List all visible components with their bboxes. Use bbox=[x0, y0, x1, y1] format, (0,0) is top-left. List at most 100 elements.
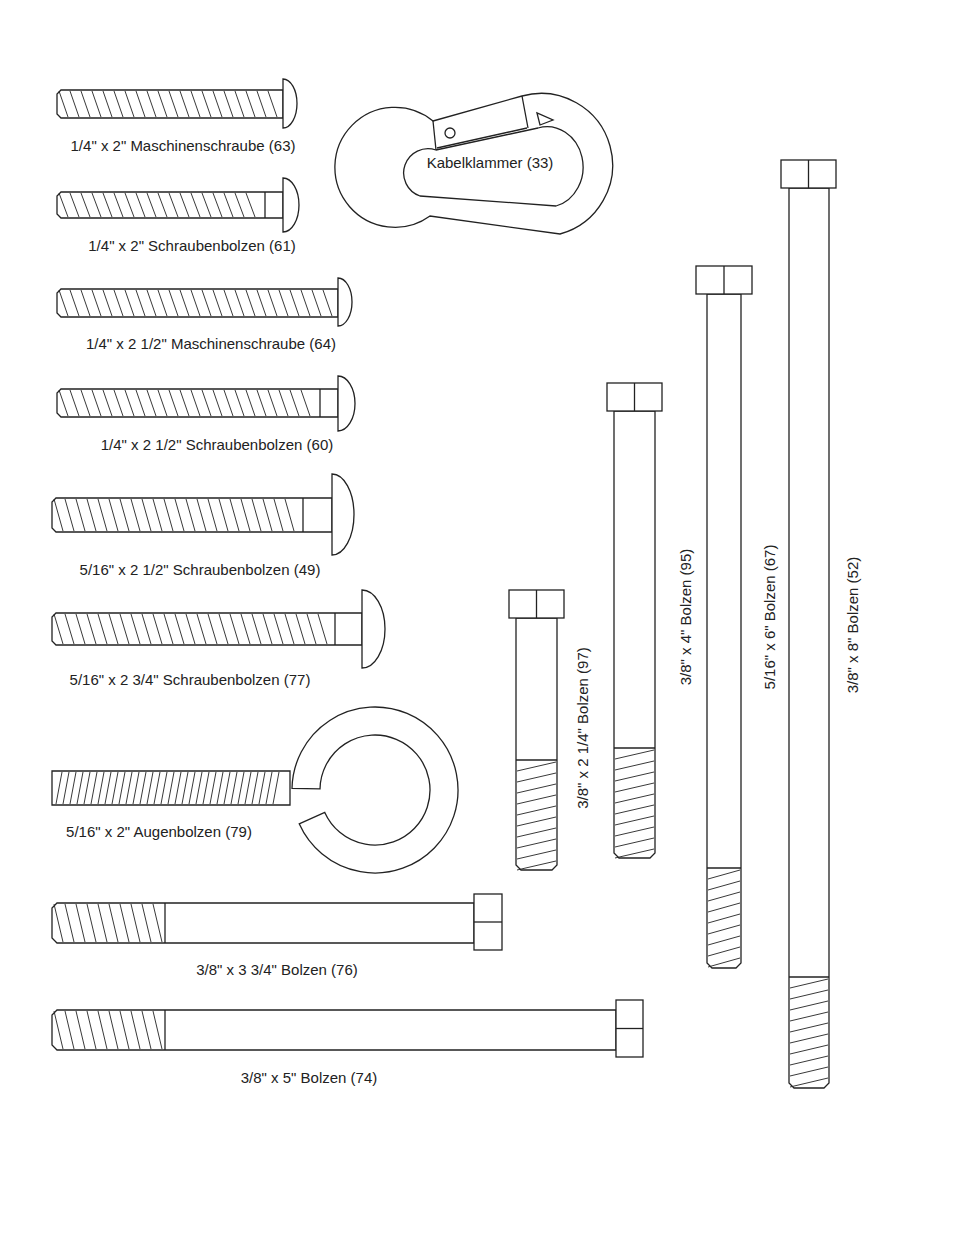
stroke bbox=[76, 614, 85, 644]
stroke bbox=[133, 772, 139, 804]
stroke bbox=[202, 390, 211, 416]
stroke bbox=[131, 499, 140, 531]
stroke bbox=[790, 1034, 828, 1043]
stroke bbox=[103, 290, 112, 316]
stroke bbox=[161, 772, 167, 804]
hex-head bbox=[474, 894, 502, 950]
stroke bbox=[131, 904, 140, 942]
stroke bbox=[70, 91, 79, 117]
stroke bbox=[140, 772, 146, 804]
hex-head bbox=[781, 160, 836, 188]
hex-bolt-97 bbox=[509, 590, 564, 870]
part-label: 1/4" x 2" Maschinenschraube (63) bbox=[71, 138, 296, 155]
hex-bolt-76 bbox=[52, 894, 502, 950]
part-label: 1/4" x 2 1/2" Schraubenbolzen (60) bbox=[101, 437, 333, 454]
stroke bbox=[246, 390, 255, 416]
stroke bbox=[789, 976, 829, 977]
stroke bbox=[84, 772, 90, 804]
stroke bbox=[169, 390, 178, 416]
screw-shaft bbox=[57, 389, 338, 417]
stroke bbox=[615, 783, 654, 792]
stroke bbox=[153, 614, 162, 644]
stroke bbox=[81, 193, 90, 217]
stroke bbox=[65, 1011, 74, 1049]
hex-head bbox=[696, 266, 752, 294]
stroke bbox=[312, 290, 321, 316]
stroke bbox=[615, 838, 654, 847]
stroke bbox=[708, 892, 740, 901]
stroke bbox=[517, 762, 556, 771]
stroke bbox=[175, 772, 181, 804]
stroke bbox=[241, 499, 250, 531]
stroke bbox=[615, 794, 654, 803]
stroke bbox=[208, 499, 217, 531]
part-label: 3/8" x 3 3/4" Bolzen (76) bbox=[196, 962, 358, 979]
stroke bbox=[301, 290, 310, 316]
stroke bbox=[235, 290, 244, 316]
screw-head bbox=[283, 79, 297, 128]
stroke bbox=[180, 290, 189, 316]
stroke bbox=[615, 827, 654, 836]
stroke bbox=[105, 772, 111, 804]
stroke bbox=[235, 193, 244, 217]
stroke bbox=[723, 266, 724, 294]
stroke bbox=[136, 290, 145, 316]
carriage-bolt-49 bbox=[52, 474, 354, 555]
stroke bbox=[274, 499, 283, 531]
clip-rivet bbox=[445, 128, 455, 138]
stroke bbox=[180, 390, 189, 416]
stroke bbox=[182, 772, 188, 804]
stroke bbox=[615, 750, 654, 759]
stroke bbox=[142, 499, 151, 531]
stroke bbox=[92, 390, 101, 416]
screw-shaft bbox=[57, 192, 283, 218]
stroke bbox=[708, 925, 740, 934]
hex-head bbox=[607, 383, 662, 411]
stroke bbox=[92, 91, 101, 117]
stroke bbox=[708, 947, 740, 956]
stroke bbox=[126, 772, 132, 804]
stroke bbox=[125, 193, 134, 217]
stroke bbox=[614, 747, 655, 748]
clip-gate bbox=[433, 96, 528, 150]
stroke bbox=[81, 290, 90, 316]
carriage-bolt-77 bbox=[52, 590, 385, 668]
stroke bbox=[213, 193, 222, 217]
stroke bbox=[208, 614, 217, 644]
stroke bbox=[196, 772, 202, 804]
stroke bbox=[517, 828, 556, 837]
stroke bbox=[707, 867, 741, 868]
stroke bbox=[246, 91, 255, 117]
screw-head bbox=[338, 278, 352, 326]
stroke bbox=[175, 499, 184, 531]
stroke bbox=[70, 290, 79, 316]
stroke bbox=[252, 499, 261, 531]
part-label: 5/16" x 2 1/2" Schraubenbolzen (49) bbox=[80, 562, 321, 579]
stroke bbox=[164, 499, 173, 531]
stroke bbox=[153, 904, 162, 942]
stroke bbox=[634, 383, 635, 411]
stroke bbox=[98, 1011, 107, 1049]
hex-bolt-67 bbox=[696, 266, 752, 968]
stroke bbox=[235, 390, 244, 416]
stroke bbox=[142, 614, 151, 644]
stroke bbox=[92, 193, 101, 217]
stroke bbox=[189, 772, 195, 804]
stroke bbox=[708, 903, 740, 912]
stroke bbox=[59, 290, 68, 316]
bolt-shaft bbox=[789, 188, 829, 1088]
stroke bbox=[164, 614, 173, 644]
stroke bbox=[103, 91, 112, 117]
stroke bbox=[76, 904, 85, 942]
part-label: 5/16" x 6" Bolzen (67) bbox=[762, 545, 779, 690]
stroke bbox=[266, 772, 272, 804]
stroke bbox=[257, 91, 266, 117]
stroke bbox=[87, 499, 96, 531]
hex-bolt-52 bbox=[781, 160, 836, 1088]
machine-screw-64 bbox=[57, 278, 352, 326]
stroke bbox=[615, 816, 654, 825]
stroke bbox=[59, 91, 68, 117]
stroke bbox=[790, 1012, 828, 1021]
stroke bbox=[186, 499, 195, 531]
stroke bbox=[91, 772, 97, 804]
